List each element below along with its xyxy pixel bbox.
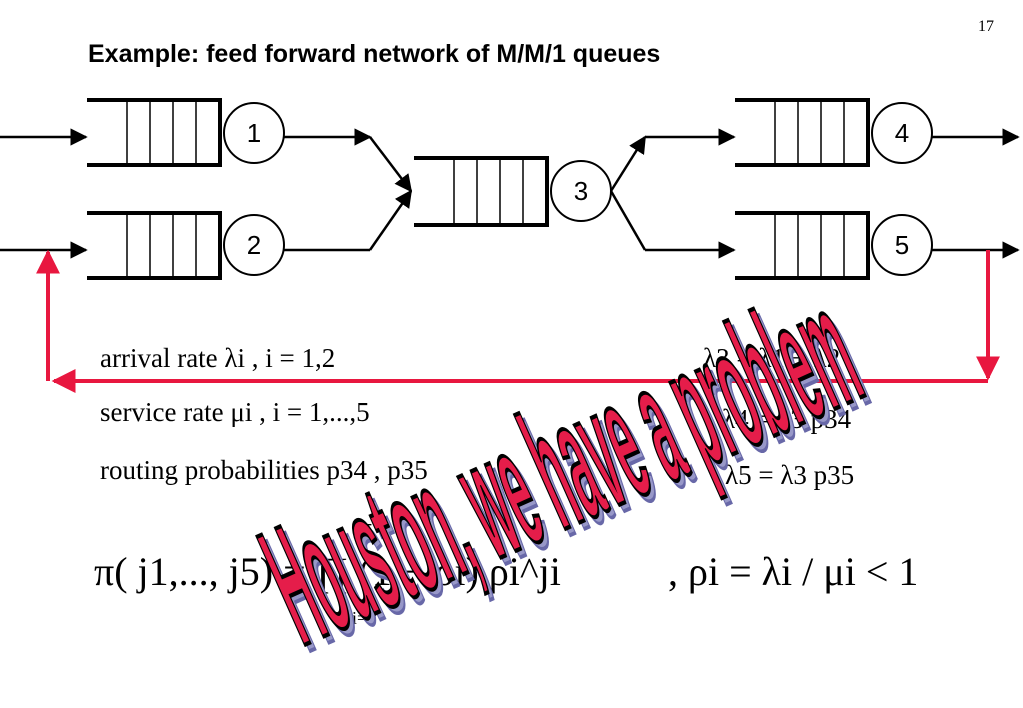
arrival-rate-text: arrival rate λi , i = 1,2 bbox=[100, 343, 336, 373]
lambda5-eq: λ5 = λ3 p35 bbox=[725, 460, 855, 490]
flow-arrows bbox=[0, 128, 1020, 259]
queue-1: 1 bbox=[87, 98, 285, 167]
server-2 bbox=[223, 214, 285, 276]
server-1 bbox=[223, 102, 285, 164]
routing-prob-text: routing probabilities p34 , p35 bbox=[100, 455, 428, 485]
feedback-loop bbox=[36, 249, 1000, 393]
service-rate-text: service rate μi , i = 1,...,5 bbox=[100, 397, 370, 427]
slide-title: Example: feed forward network of M/M/1 q… bbox=[88, 40, 661, 68]
product-form-eq: π( j1,..., j5) = ∏ (1 − ρi) ρi^ji bbox=[94, 549, 561, 594]
queue-3-label: 3 bbox=[574, 176, 588, 206]
queue-1-label: 1 bbox=[247, 118, 261, 148]
queue-4: 4 bbox=[735, 98, 933, 167]
queue-5: 5 bbox=[735, 211, 933, 280]
lambda4-eq: λ4 = λ3 p34 bbox=[722, 404, 852, 434]
queue-2: 2 bbox=[87, 211, 285, 280]
houston-overlay-text: Houston, we have a problem bbox=[238, 252, 883, 680]
server-4 bbox=[871, 102, 933, 164]
queue-5-label: 5 bbox=[895, 230, 909, 260]
lambda3-eq: λ3 = λ1 + λ2 bbox=[703, 343, 841, 373]
queue-4-label: 4 bbox=[895, 118, 909, 148]
rho-eq: , ρi = λi / μi < 1 bbox=[668, 549, 919, 594]
queue-3: 3 bbox=[414, 156, 612, 227]
slide-number: 17 bbox=[978, 18, 994, 35]
server-5 bbox=[871, 214, 933, 276]
product-upper-limit: 5 bbox=[364, 520, 373, 540]
product-lower-limit: i=1 bbox=[352, 608, 377, 628]
queue-2-label: 2 bbox=[247, 230, 261, 260]
